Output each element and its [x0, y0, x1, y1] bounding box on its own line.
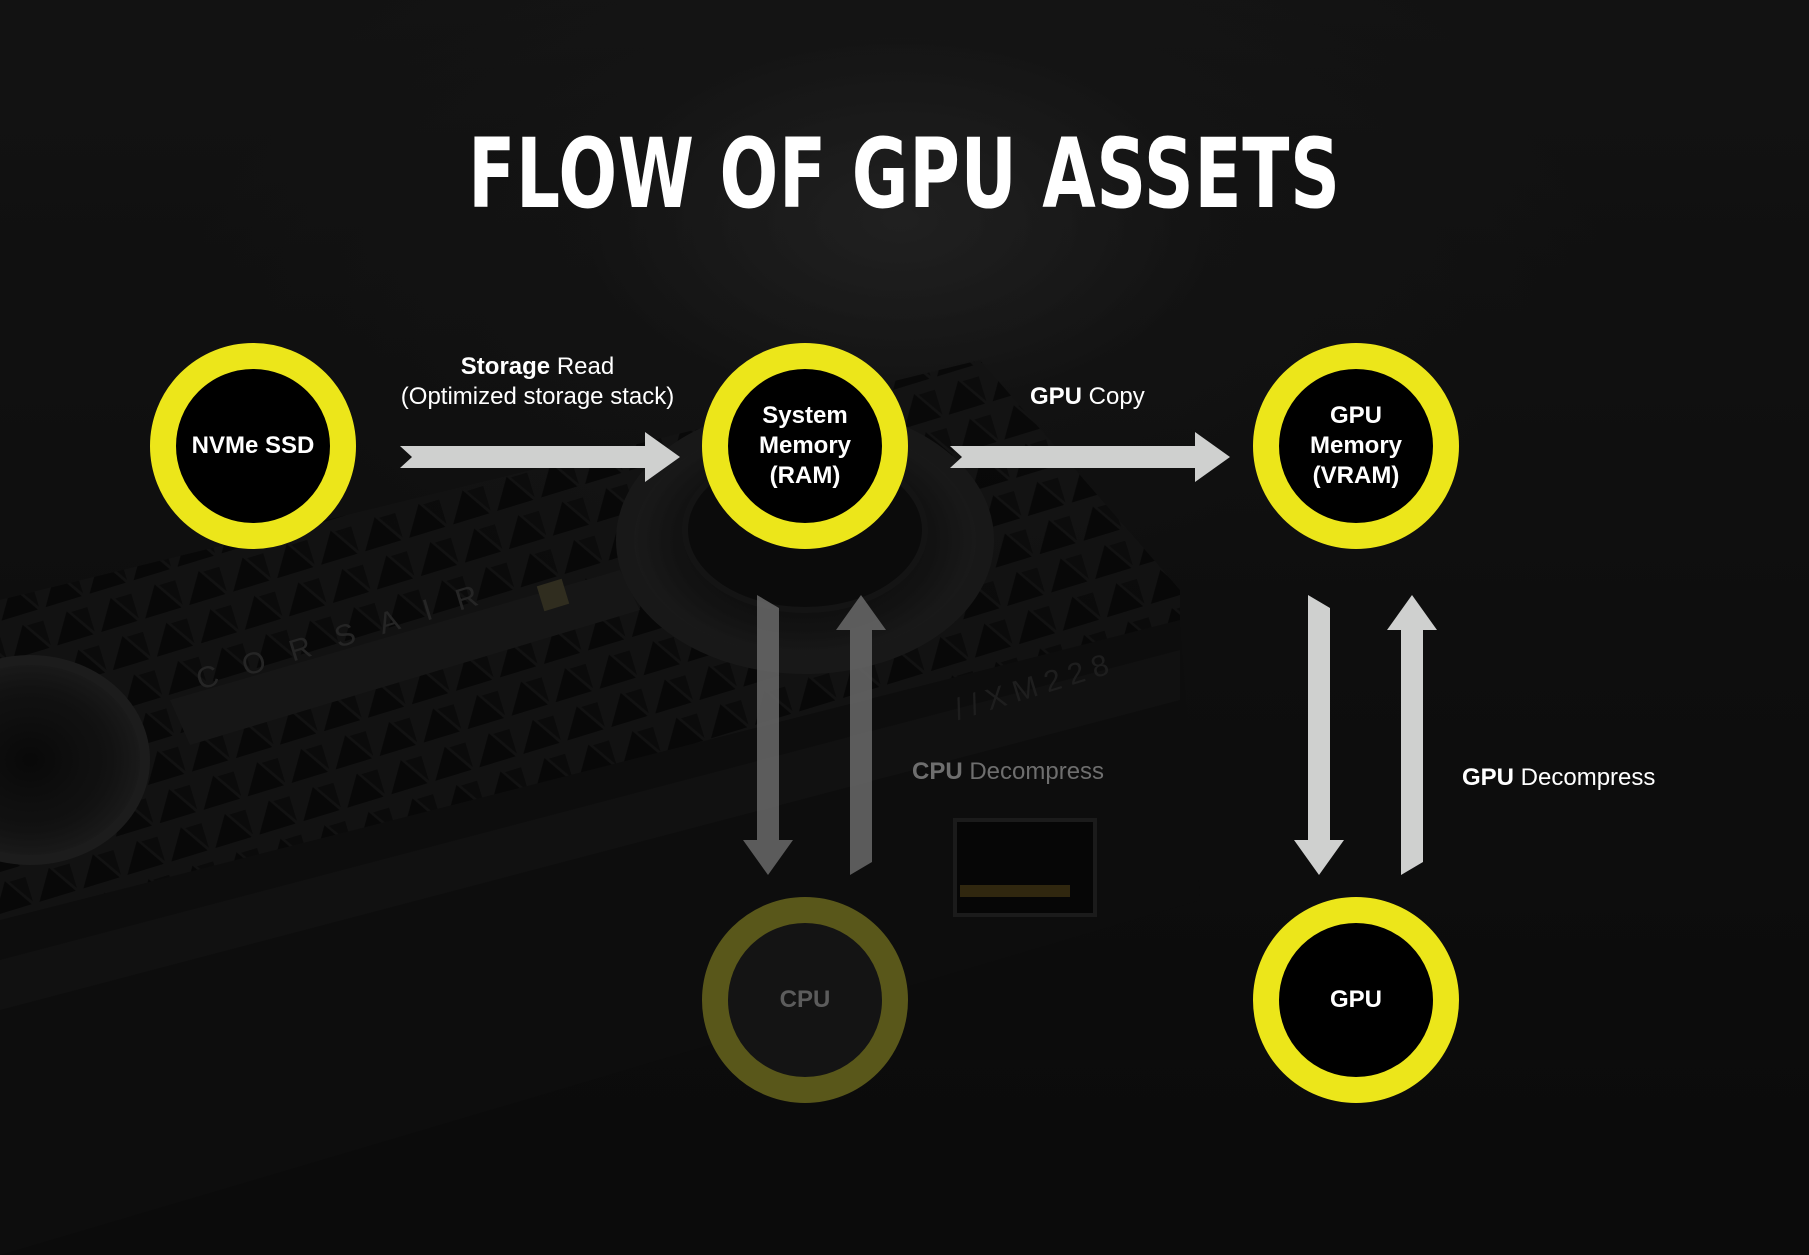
- brand-logo-square: [536, 578, 570, 612]
- node-gpu-label: GPU: [1329, 986, 1382, 1013]
- edge-label-gpu-copy-bold: GPU: [1030, 383, 1083, 410]
- edge-label-gpu-decompress: GPU Decompress: [1462, 763, 1655, 793]
- arrow-gpu-to-vram: [1387, 595, 1437, 875]
- node-system-memory-label: System Memory (RAM): [758, 402, 852, 489]
- edge-label-gpu-copy-rest: Copy: [1082, 383, 1145, 410]
- edge-label-gpu-copy: GPU Copy: [1030, 382, 1145, 412]
- edge-label-gpu-decompress-rest: Decompress: [1514, 764, 1656, 791]
- edge-label-cpu-decompress: CPU Decompress: [912, 757, 1104, 787]
- arrow-cpu-to-ram: [836, 595, 886, 875]
- edge-label-cpu-decompress-rest: Decompress: [962, 758, 1105, 785]
- edge-label-storage-read-bold: Storage: [460, 353, 551, 380]
- io-port: [953, 818, 1097, 917]
- edge-label-storage-read-rest: Read: [550, 353, 615, 380]
- card-body: [0, 620, 1200, 1255]
- arrow-vram-to-gpu: [1294, 595, 1344, 875]
- node-nvme-ssd-label: NVMe SSD: [191, 432, 315, 459]
- node-cpu-label: CPU: [779, 986, 831, 1013]
- node-gpu-memory-label: GPU Memory (VRAM): [1309, 402, 1403, 489]
- fan-left: [0, 655, 150, 865]
- node-system-memory: System Memory (RAM): [702, 343, 908, 549]
- edge-label-gpu-decompress-bold: GPU: [1462, 764, 1515, 791]
- edge-label-cpu-decompress-bold: CPU: [912, 758, 963, 785]
- node-gpu-memory: GPU Memory (VRAM): [1253, 343, 1459, 549]
- node-cpu: CPU: [702, 897, 908, 1103]
- arrow-ram-to-cpu: [743, 595, 793, 875]
- page-title: FLOW OF GPU ASSETS: [468, 118, 1341, 230]
- node-nvme-ssd: NVMe SSD: [150, 343, 356, 549]
- edge-label-storage-read: Storage Read (Optimized storage stack): [390, 352, 685, 412]
- arrow-gpu-copy: [950, 432, 1230, 482]
- node-gpu: GPU: [1253, 897, 1459, 1103]
- arrow-storage-read: [400, 432, 680, 482]
- edge-label-storage-read-sub: (Optimized storage stack): [400, 383, 675, 410]
